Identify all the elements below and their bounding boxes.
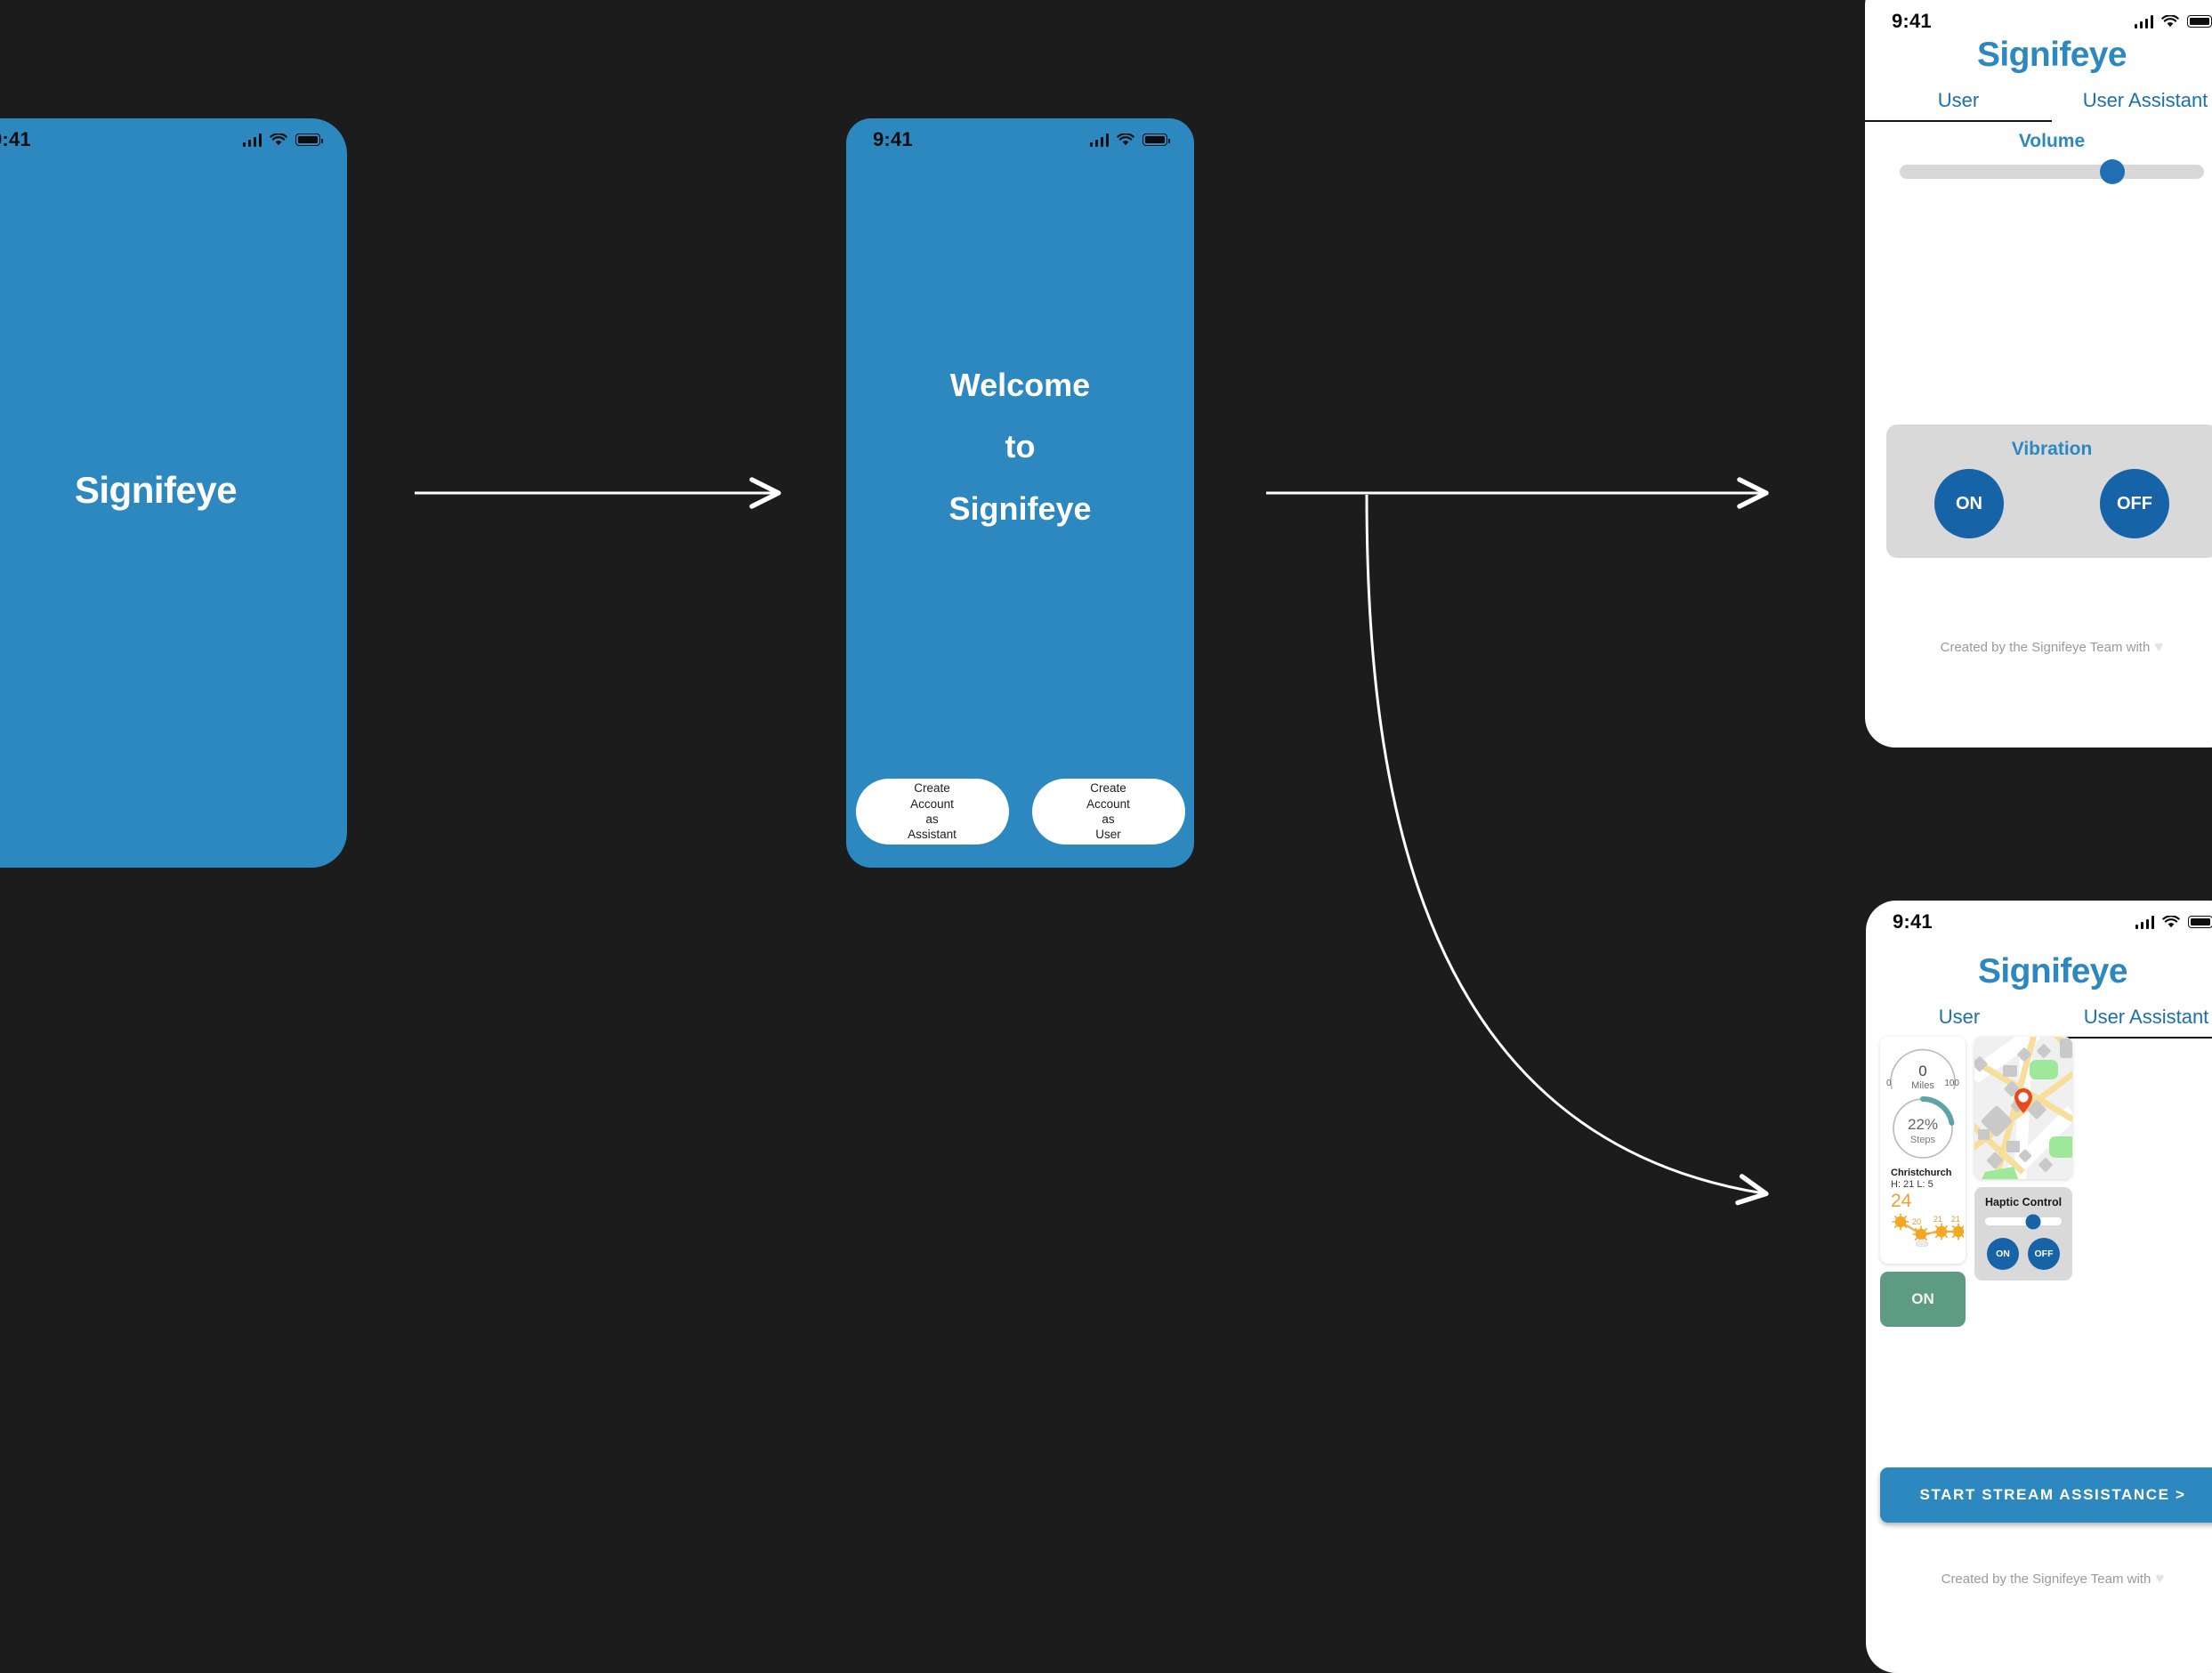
haptic-slider-knob[interactable] xyxy=(2025,1214,2041,1229)
miles-unit-label: Miles xyxy=(1911,1080,1934,1091)
weather-forecast-chart: 20 21 21 xyxy=(1892,1213,1967,1247)
cellular-bars-icon xyxy=(2134,14,2153,28)
welcome-to-assistant-panel-arrow xyxy=(1365,494,1769,1206)
screen-welcome: 9:41 Welcome to Signifeye Create Account… xyxy=(846,118,1194,868)
vibration-card: Vibration ON OFF xyxy=(1886,424,2212,558)
battery-icon xyxy=(2188,916,2212,928)
steps-ring: 22% Steps xyxy=(1885,1095,1961,1162)
welcome-heading: Welcome to Signifeye xyxy=(846,354,1194,539)
miles-min-label: 0 xyxy=(1886,1079,1892,1088)
haptic-control-label: Haptic Control xyxy=(1984,1196,2063,1208)
miles-value: 0 xyxy=(1918,1063,1927,1079)
status-bar: 9:41 xyxy=(846,118,1194,161)
weather-current-temp: 24 xyxy=(1891,1191,1912,1211)
footer-credit: Created by the Signifeye Team with ♥ xyxy=(1865,638,2212,656)
cellular-bars-icon xyxy=(1089,133,1109,147)
app-title: Signifeye xyxy=(1977,36,2127,74)
wifi-icon xyxy=(1117,132,1134,147)
volume-slider[interactable] xyxy=(1900,159,2204,184)
forecast-temp-1: 20 xyxy=(1912,1217,1921,1226)
footer-credit: Created by the Signifeye Team with ♥ xyxy=(1866,1570,2212,1588)
vibration-on-button[interactable]: ON xyxy=(1934,469,2004,538)
wifi-icon xyxy=(2161,13,2179,28)
status-bar: 9:41 xyxy=(0,118,347,161)
volume-label: Volume xyxy=(2018,131,2086,151)
dashboard-grid: 0 Miles 0 100 22% Steps Christchurch xyxy=(1866,1037,2212,1328)
welcome-line-1: Welcome xyxy=(949,367,1091,403)
btn-line: Create xyxy=(1090,781,1126,796)
battery-icon xyxy=(1142,133,1170,146)
forecast-temp-2: 21 xyxy=(1933,1215,1942,1224)
tab-user-assistant[interactable]: User Assistant xyxy=(2053,1006,2212,1039)
create-account-as-user-button[interactable]: Create Account as User xyxy=(1031,779,1185,845)
heart-icon: ♥ xyxy=(2155,1570,2165,1587)
create-account-as-assistant-button[interactable]: Create Account as Assistant xyxy=(855,779,1009,845)
status-time: 9:41 xyxy=(873,128,913,150)
wifi-icon xyxy=(270,132,287,147)
location-pin-icon xyxy=(2014,1088,2032,1113)
status-time: 9:41 xyxy=(1892,10,1932,32)
heart-icon: ♥ xyxy=(2154,638,2164,655)
btn-line: Assistant xyxy=(908,828,957,842)
btn-line: Create xyxy=(914,781,950,796)
splash-app-title: Signifeye xyxy=(74,469,238,511)
status-bar: 9:41 xyxy=(1866,901,2212,943)
screen-assistant-panel: 9:41 Signifeye User User Assistant xyxy=(1866,901,2212,1673)
footer-text: Created by the Signifeye Team with xyxy=(1941,1571,2151,1587)
vibration-label: Vibration xyxy=(2011,439,2093,459)
cellular-bars-icon xyxy=(2135,915,2154,929)
tab-user[interactable]: User xyxy=(1865,89,2052,122)
welcome-line-2: to xyxy=(1005,428,1036,465)
tab-user-assistant[interactable]: User Assistant xyxy=(2082,89,2208,111)
status-time: 9:41 xyxy=(0,128,31,150)
battery-icon xyxy=(295,133,323,146)
cellular-bars-icon xyxy=(242,133,262,147)
sun-cloud-icon xyxy=(1916,1239,1929,1247)
assistance-on-tile-button[interactable]: ON xyxy=(1880,1272,1966,1328)
activity-card: 0 Miles 0 100 22% Steps Christchurch xyxy=(1880,1037,1967,1265)
btn-line: as xyxy=(1102,812,1115,826)
start-stream-assistance-button[interactable]: START STREAM ASSISTANCE > xyxy=(1880,1467,2212,1523)
screen-user-panel: 9:41 Signifeye User User Assistant Volum… xyxy=(1865,0,2212,748)
vibration-off-button[interactable]: OFF xyxy=(2100,469,2169,538)
status-bar: 9:41 xyxy=(1865,0,2212,43)
weather-high-low: H: 21 L: 5 xyxy=(1891,1179,1933,1190)
tab-bar: User User Assistant xyxy=(1866,1006,2212,1039)
miles-max-label: 100 xyxy=(1944,1079,1959,1088)
forecast-temp-3: 21 xyxy=(1951,1215,1960,1224)
weather-city: Christchurch xyxy=(1891,1168,1952,1178)
btn-line: as xyxy=(925,812,939,826)
tab-user[interactable]: User xyxy=(1938,1006,1981,1028)
haptic-on-button[interactable]: ON xyxy=(1987,1238,2019,1270)
btn-line: Account xyxy=(910,796,954,811)
haptic-slider[interactable] xyxy=(1985,1214,2062,1229)
miles-gauge: 0 Miles 0 100 xyxy=(1885,1043,1961,1093)
app-title: Signifeye xyxy=(1978,952,2128,990)
haptic-control-card: Haptic Control ON OFF xyxy=(1974,1187,2072,1281)
btn-line: User xyxy=(1095,828,1121,842)
steps-unit-label: Steps xyxy=(1909,1135,1936,1145)
screen-splash: 9:41 Signifeye xyxy=(0,118,347,868)
btn-line: Account xyxy=(1086,796,1130,811)
volume-slider-knob[interactable] xyxy=(2100,159,2126,184)
account-buttons-row: Create Account as Assistant Create Accou… xyxy=(846,779,1194,845)
steps-value: 22% xyxy=(1907,1116,1939,1133)
footer-text: Created by the Signifeye Team with xyxy=(1940,639,2151,655)
location-map[interactable] xyxy=(1974,1037,2072,1179)
welcome-line-3: Signifeye xyxy=(949,489,1092,527)
tab-bar: User User Assistant xyxy=(1865,89,2212,122)
weather-widget: Christchurch H: 21 L: 5 24 xyxy=(1885,1162,1967,1259)
status-time: 9:41 xyxy=(1893,910,1933,933)
haptic-off-button[interactable]: OFF xyxy=(2028,1238,2060,1270)
wifi-icon xyxy=(2162,914,2180,929)
